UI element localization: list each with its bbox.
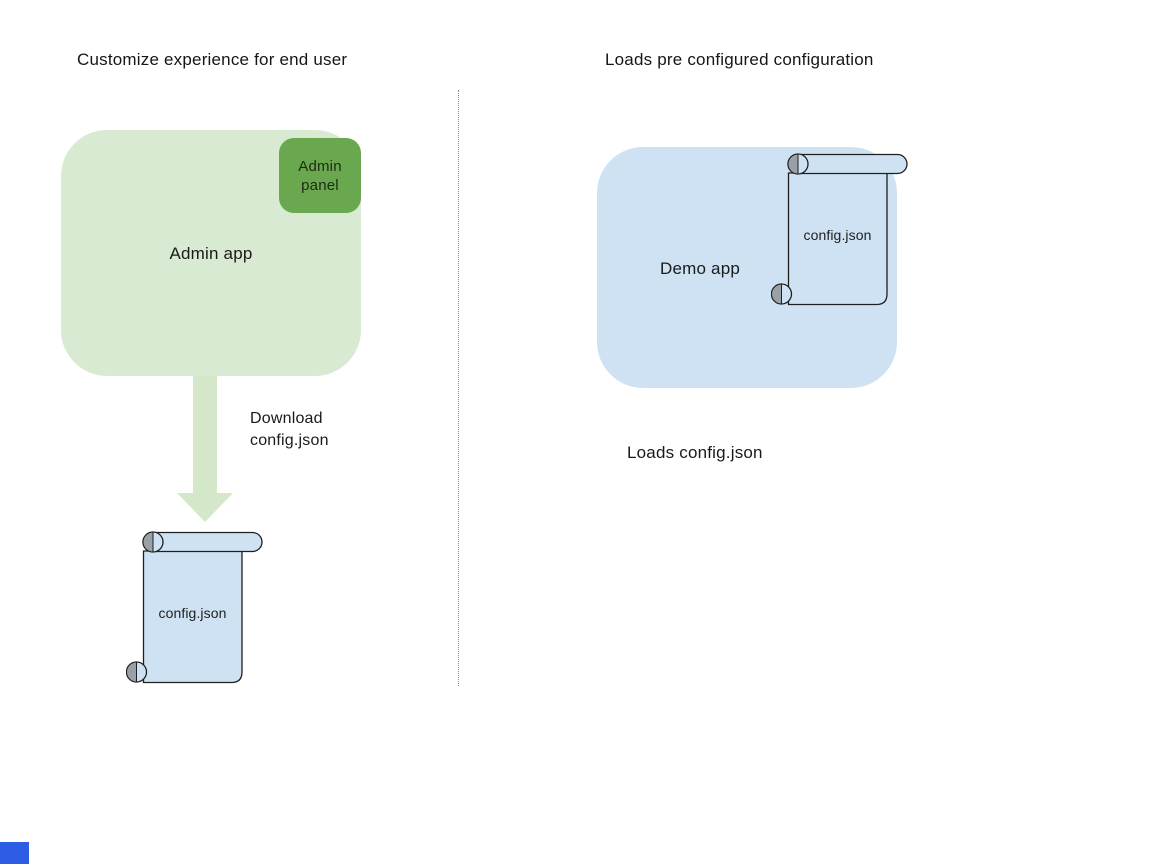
config-file-scroll-right: config.json bbox=[771, 153, 908, 308]
config-file-label-right: config.json bbox=[803, 227, 872, 243]
download-arrow-icon bbox=[177, 376, 233, 523]
right-section-title: Loads pre configured configuration bbox=[605, 50, 874, 69]
admin-app-label: Admin app bbox=[169, 244, 253, 263]
demo-app-label: Demo app bbox=[659, 259, 741, 278]
admin-panel-label: Admin panel bbox=[298, 157, 342, 194]
admin-app-box: Admin app Admin panel bbox=[61, 130, 361, 376]
admin-panel-box: Admin panel bbox=[279, 138, 361, 213]
left-section-title: Customize experience for end user bbox=[77, 50, 348, 69]
loads-config-caption: Loads config.json bbox=[627, 443, 763, 462]
bottom-left-blue-artifact bbox=[0, 842, 29, 864]
download-arrow-label: Download config.json bbox=[250, 410, 329, 449]
config-file-scroll-left: config.json bbox=[126, 531, 263, 686]
config-file-label-left: config.json bbox=[158, 605, 227, 621]
section-divider bbox=[458, 90, 459, 686]
